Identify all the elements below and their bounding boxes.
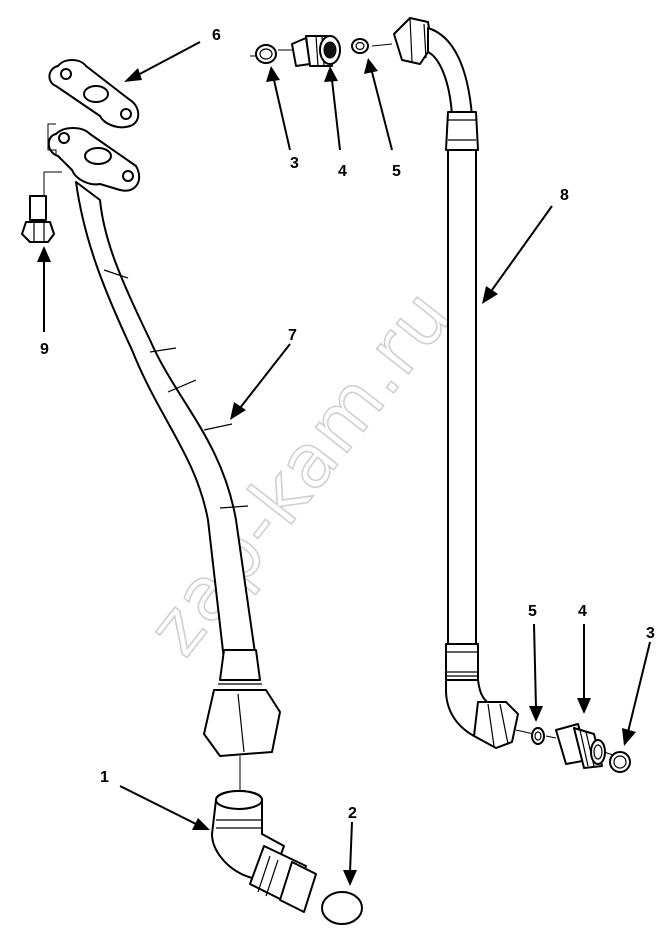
leader-8 bbox=[482, 205, 553, 304]
leader-6 bbox=[124, 41, 201, 82]
callout-7: 7 bbox=[288, 327, 297, 344]
callout-3-bottom: 3 bbox=[646, 625, 655, 642]
callout-5-top: 5 bbox=[392, 163, 401, 180]
callout-3-top: 3 bbox=[290, 155, 299, 172]
callout-6: 6 bbox=[212, 27, 221, 44]
o-ring-5-bottom bbox=[531, 727, 545, 745]
callout-5-bottom: 5 bbox=[528, 603, 537, 620]
washer-3-bottom bbox=[609, 751, 631, 773]
elbow-fitting-1 bbox=[211, 790, 317, 913]
callout-4-top: 4 bbox=[338, 163, 347, 180]
washer-3-top bbox=[255, 44, 277, 64]
union-fitting-4-bottom bbox=[555, 723, 606, 769]
assembly-line bbox=[43, 123, 62, 196]
callout-9: 9 bbox=[40, 341, 49, 358]
callout-4-bottom: 4 bbox=[578, 603, 587, 620]
leader-3-top bbox=[266, 66, 291, 151]
flange-7 bbox=[47, 127, 141, 192]
gasket-6 bbox=[48, 59, 140, 129]
leader-7 bbox=[230, 343, 291, 420]
union-fitting-4-top bbox=[291, 35, 341, 67]
callout-2: 2 bbox=[348, 805, 357, 822]
callout-1: 1 bbox=[100, 769, 109, 786]
leader-5-top bbox=[364, 58, 393, 151]
bolt-9 bbox=[21, 195, 55, 243]
o-ring-5-top bbox=[351, 38, 369, 54]
leader-1 bbox=[119, 785, 210, 830]
cap-2 bbox=[321, 891, 363, 925]
leader-9 bbox=[37, 246, 51, 332]
hose-8 bbox=[393, 17, 519, 749]
watermark: zap-kam.ru bbox=[131, 273, 468, 671]
leader-4-bottom bbox=[577, 624, 591, 714]
leader-2 bbox=[343, 821, 357, 886]
hex-nut-7 bbox=[203, 689, 281, 757]
leader-5-bottom bbox=[529, 623, 543, 722]
leader-3-bottom bbox=[622, 641, 651, 746]
callout-8: 8 bbox=[560, 187, 569, 204]
leader-4-top bbox=[324, 66, 341, 151]
